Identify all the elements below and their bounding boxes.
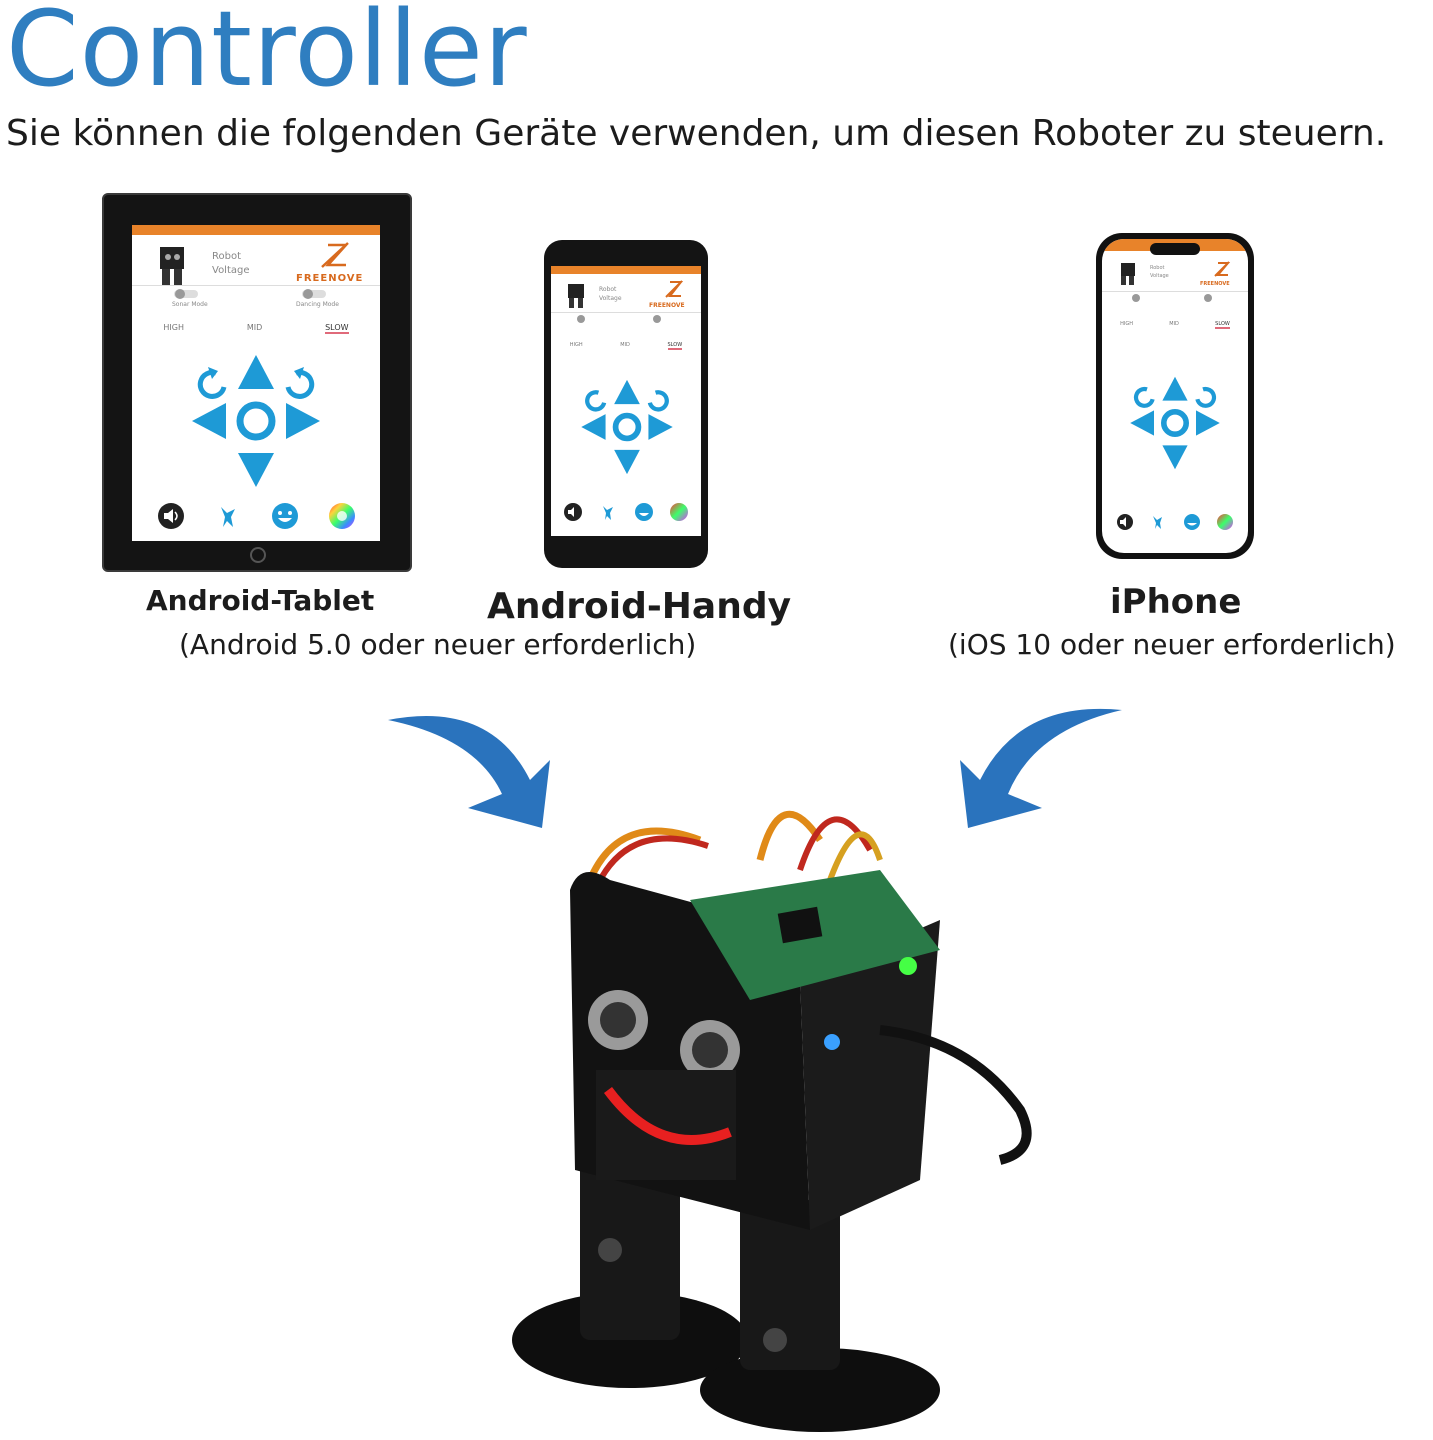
android-requirement-label: (Android 5.0 oder neuer erforderlich) — [179, 628, 697, 661]
tab-mid[interactable]: MID — [620, 342, 630, 348]
bottom-toolbar — [1108, 511, 1242, 533]
freenove-logo-icon — [1214, 261, 1231, 277]
speaker-icon[interactable] — [1116, 513, 1134, 531]
divider — [1102, 291, 1248, 292]
color-wheel-icon[interactable] — [1216, 513, 1234, 531]
android-phone-device: Robot Voltage FREENOVE HIGH MID SLOW — [544, 240, 708, 568]
arrow-left-icon[interactable] — [581, 414, 606, 440]
rotate-right-icon[interactable] — [1195, 386, 1217, 408]
tab-high[interactable]: HIGH — [1120, 321, 1133, 327]
robot-thumbnail-icon — [1121, 263, 1135, 285]
tab-slow[interactable]: SLOW — [325, 323, 349, 334]
right-curved-arrow-icon — [960, 708, 1122, 828]
speed-tabs: HIGH MID SLOW — [132, 323, 380, 334]
dancing-mode-label: Dancing Mode — [296, 301, 339, 308]
iphone-screen: Robot Voltage FREENOVE HIGH MID SLOW — [1102, 239, 1248, 553]
app-header-bar — [132, 225, 380, 235]
rotate-left-icon[interactable] — [1133, 386, 1155, 408]
dancing-toggle[interactable] — [300, 287, 340, 301]
tab-mid[interactable]: MID — [246, 323, 263, 332]
sonar-toggle[interactable] — [1130, 293, 1144, 303]
robot-label: Robot — [212, 251, 242, 262]
center-circle-icon[interactable] — [1161, 409, 1189, 437]
dance-icon[interactable] — [1149, 513, 1167, 531]
divider — [551, 312, 701, 313]
rotate-right-icon[interactable] — [285, 369, 315, 399]
divider — [132, 285, 380, 286]
rotate-left-icon[interactable] — [197, 369, 227, 399]
arrow-up-icon[interactable] — [238, 355, 274, 389]
robot-label: Robot — [1150, 265, 1165, 271]
brand-text: FREENOVE — [649, 302, 685, 309]
android-phone-label: Android-Handy — [487, 586, 792, 627]
arrow-right-icon[interactable] — [648, 414, 673, 440]
arrow-up-icon[interactable] — [1162, 376, 1188, 401]
smiley-icon[interactable] — [634, 502, 654, 522]
rotate-left-icon[interactable] — [585, 390, 607, 412]
voltage-label: Voltage — [212, 265, 250, 276]
tab-slow[interactable]: SLOW — [1215, 321, 1230, 329]
speaker-icon[interactable] — [156, 501, 186, 531]
color-wheel-icon[interactable] — [669, 502, 689, 522]
android-tablet-label: Android-Tablet — [146, 584, 375, 617]
speed-tabs: HIGH MID SLOW — [1102, 321, 1248, 329]
robot-label: Robot — [599, 286, 617, 293]
tablet-screen: Robot Voltage FREENOVE Sonar Mode Dancin… — [132, 225, 380, 541]
dynamic-island — [1150, 243, 1200, 255]
sonar-toggle[interactable] — [575, 314, 595, 324]
robot-thumbnail-icon — [568, 284, 584, 308]
phone-screen: Robot Voltage FREENOVE HIGH MID SLOW — [551, 266, 701, 536]
rotate-right-icon[interactable] — [647, 390, 669, 412]
brand-text: FREENOVE — [1200, 281, 1230, 287]
direction-pad — [192, 355, 320, 487]
arrow-down-icon[interactable] — [614, 449, 640, 475]
center-circle-icon[interactable] — [612, 412, 642, 442]
tab-mid[interactable]: MID — [1169, 321, 1179, 327]
smiley-icon[interactable] — [1183, 513, 1201, 531]
center-circle-icon[interactable] — [236, 401, 276, 441]
tab-slow[interactable]: SLOW — [667, 342, 683, 350]
dancing-toggle[interactable] — [1202, 293, 1216, 303]
arrow-up-icon[interactable] — [614, 379, 640, 405]
left-curved-arrow-icon — [388, 716, 550, 828]
robot-thumbnail-icon — [160, 247, 184, 285]
voltage-label: Voltage — [1150, 273, 1169, 279]
direction-pad — [581, 379, 673, 475]
android-tablet-device: Robot Voltage FREENOVE Sonar Mode Dancin… — [102, 193, 412, 572]
arrow-down-icon[interactable] — [1162, 445, 1188, 470]
freenove-logo-icon — [321, 242, 349, 268]
speaker-icon[interactable] — [563, 502, 583, 522]
home-button — [250, 547, 266, 563]
arrow-right-icon[interactable] — [286, 403, 320, 439]
sonar-mode-label: Sonar Mode — [172, 301, 208, 308]
voltage-label: Voltage — [599, 295, 622, 302]
bottom-toolbar — [555, 500, 697, 524]
iphone-label: iPhone — [1110, 582, 1242, 622]
freenove-logo-icon — [665, 280, 684, 298]
direction-pad — [1130, 376, 1220, 470]
dancing-toggle[interactable] — [651, 314, 671, 324]
brand-text: FREENOVE — [296, 273, 364, 284]
arrow-left-icon[interactable] — [1130, 410, 1154, 436]
tab-high[interactable]: HIGH — [163, 323, 184, 332]
speed-tabs: HIGH MID SLOW — [551, 342, 701, 350]
arrow-left-icon[interactable] — [192, 403, 226, 439]
color-wheel-icon[interactable] — [327, 501, 357, 531]
arrow-down-icon[interactable] — [238, 453, 274, 487]
ios-requirement-label: (iOS 10 oder neuer erforderlich) — [948, 628, 1396, 661]
bottom-toolbar — [142, 499, 370, 533]
sonar-toggle[interactable] — [172, 287, 212, 301]
app-header-bar — [551, 266, 701, 274]
dance-icon[interactable] — [598, 502, 618, 522]
page-title: Controller — [6, 0, 528, 110]
smiley-icon[interactable] — [270, 501, 300, 531]
arrow-right-icon[interactable] — [1196, 410, 1220, 436]
robot-image — [512, 810, 1032, 1432]
dance-icon[interactable] — [213, 501, 243, 531]
page-subtitle: Sie können die folgenden Geräte verwende… — [6, 113, 1387, 154]
tab-high[interactable]: HIGH — [569, 342, 583, 348]
iphone-device: Robot Voltage FREENOVE HIGH MID SLOW — [1096, 233, 1254, 559]
